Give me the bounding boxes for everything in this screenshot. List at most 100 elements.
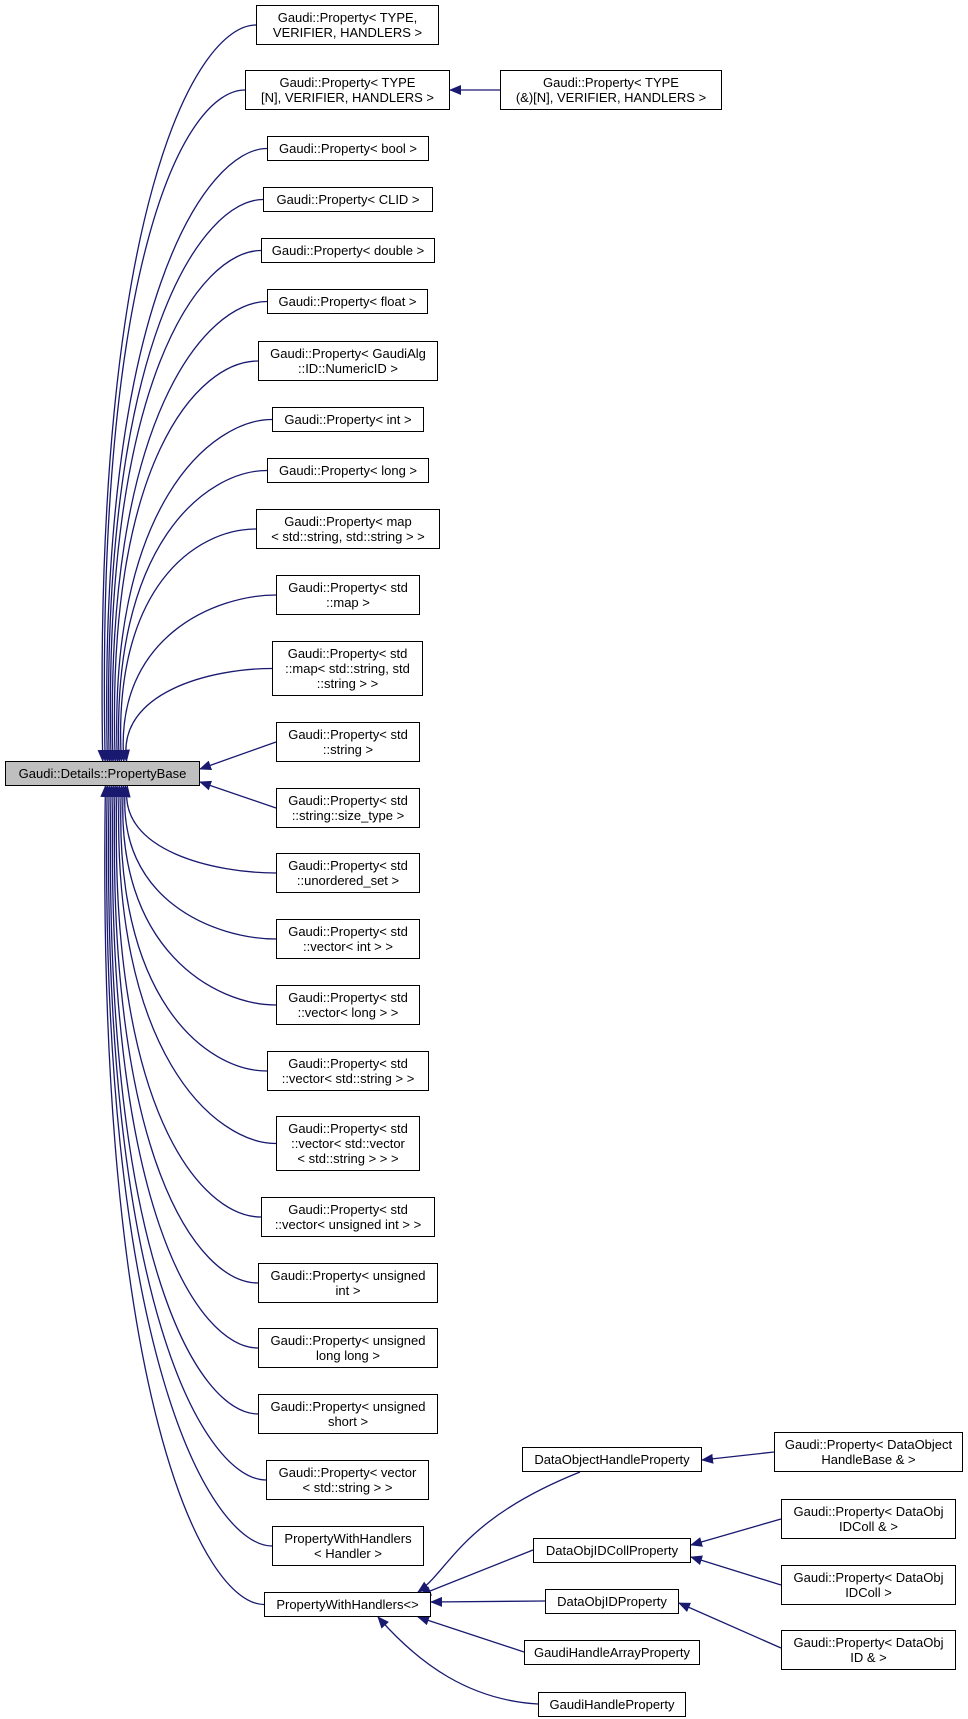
inheritance-edge [419, 1549, 534, 1596]
node-property-vector-int[interactable]: Gaudi::Property< std::vector< int > > [276, 919, 420, 959]
inheritance-edge [100, 785, 265, 1606]
node-property-long[interactable]: Gaudi::Property< long > [267, 458, 429, 483]
node-property-numericid[interactable]: Gaudi::Property< GaudiAlg::ID::NumericID… [258, 341, 438, 381]
node-label-line: Gaudi::Property< DataObj [793, 1570, 944, 1585]
node-property-unordered-set[interactable]: Gaudi::Property< std::unordered_set > [276, 853, 420, 893]
node-label-line: Gaudi::Property< DataObject [784, 1437, 953, 1452]
node-property-vector-unsigned-int[interactable]: Gaudi::Property< std::vector< unsigned i… [261, 1197, 435, 1237]
inheritance-edge [109, 785, 259, 1284]
node-label-line: < std::string > > > [297, 1151, 399, 1166]
node-label-line: ::string > [322, 742, 374, 757]
node-label-line: Gaudi::Property< std [288, 924, 408, 939]
node-label-line: short > [327, 1414, 369, 1429]
inheritance-edge [690, 1518, 782, 1547]
node-label-line: Gaudi::Property< std [288, 1202, 408, 1217]
node-label-line: Gaudi::Property< map [284, 514, 412, 529]
node-property-bool[interactable]: Gaudi::Property< bool > [267, 136, 429, 161]
inheritance-edge [690, 1555, 782, 1586]
node-label-line: ::ID::NumericID > [297, 361, 399, 376]
node-propertywithhandlers-handler[interactable]: PropertyWithHandlers< Handler > [272, 1526, 424, 1566]
node-label-line: ID & > [850, 1650, 887, 1665]
node-label-line: Gaudi::Details::PropertyBase [18, 766, 187, 781]
node-label-line: Gaudi::Property< float > [278, 294, 417, 309]
inheritance-edge [103, 198, 264, 762]
node-label-line: DataObjIDProperty [557, 1594, 667, 1609]
node-label-line: Gaudi::Property< std [288, 580, 408, 595]
node-label-line: DataObjectHandleProperty [534, 1452, 690, 1467]
node-label-line: IDColl & > [839, 1519, 898, 1534]
node-dataobjecthandleproperty[interactable]: DataObjectHandleProperty [522, 1447, 702, 1472]
node-label-line: Gaudi::Property< std [288, 727, 408, 742]
node-property-double[interactable]: Gaudi::Property< double > [261, 238, 435, 263]
node-label-line: ::string::size_type > [291, 808, 405, 823]
inheritance-edge [430, 1596, 546, 1607]
node-label-line: Gaudi::Property< GaudiAlg [270, 346, 426, 361]
node-property-std-string[interactable]: Gaudi::Property< std::string > [276, 722, 420, 762]
node-label-line: ::string > > [316, 676, 379, 691]
node-label-line: ::vector< int > > [303, 939, 393, 954]
node-dataobjidcollproperty[interactable]: DataObjIDCollProperty [533, 1538, 691, 1563]
node-label-line: Gaudi::Property< unsigned [270, 1399, 426, 1414]
node-label-line: < std::string, std::string > > [271, 529, 425, 544]
node-property-float[interactable]: Gaudi::Property< float > [267, 289, 428, 314]
node-label-line: DataObjIDCollProperty [545, 1543, 679, 1558]
inheritance-edge [199, 741, 277, 771]
node-propertywithhandlers[interactable]: PropertyWithHandlers<> [264, 1592, 431, 1617]
inheritance-edge [113, 785, 277, 1145]
node-property-size-type[interactable]: Gaudi::Property< std::string::size_type … [276, 788, 420, 828]
node-label-line: ::vector< std::string > > [281, 1071, 415, 1086]
inheritance-edge [199, 780, 277, 809]
inheritance-edge [109, 360, 259, 762]
node-label-line: IDColl > [845, 1585, 892, 1600]
inheritance-edge [417, 1471, 581, 1593]
inheritance-edge [117, 594, 277, 762]
node-property-std-map-string[interactable]: Gaudi::Property< std::map< std::string, … [272, 641, 423, 696]
node-label-line: VERIFIER, HANDLERS > [272, 25, 423, 40]
node-property-map-string-string[interactable]: Gaudi::Property< map< std::string, std::… [256, 509, 440, 549]
node-label-line: PropertyWithHandlers [284, 1531, 412, 1546]
inheritance-edge [97, 24, 257, 762]
node-label-line: GaudiHandleProperty [549, 1697, 675, 1712]
node-label-line: ::unordered_set > [296, 873, 400, 888]
node-label-line: Gaudi::Property< double > [271, 243, 425, 258]
node-label-line: Gaudi::Property< std [288, 793, 408, 808]
node-property-type-array-ref[interactable]: Gaudi::Property< TYPE(&)[N], VERIFIER, H… [500, 70, 722, 110]
node-label-line: ::map > [326, 595, 370, 610]
inheritance-edge [678, 1602, 782, 1649]
node-property-vector-string[interactable]: Gaudi::Property< std::vector< std::strin… [267, 1051, 429, 1091]
node-property-std-map[interactable]: Gaudi::Property< std::map > [276, 575, 420, 615]
node-property-type[interactable]: Gaudi::Property< TYPE,VERIFIER, HANDLERS… [256, 5, 439, 45]
node-label-line: ::vector< std::vector [291, 1136, 405, 1151]
node-property-type-array[interactable]: Gaudi::Property< TYPE[N], VERIFIER, HAND… [245, 70, 450, 110]
inheritance-edge [377, 1616, 539, 1705]
node-dataobjidproperty[interactable]: DataObjIDProperty [545, 1589, 679, 1614]
node-label-line: Gaudi::Property< TYPE, [277, 10, 418, 25]
node-gaudihandleproperty[interactable]: GaudiHandleProperty [538, 1692, 686, 1717]
inheritance-edge [120, 667, 273, 762]
inheritance-edge [107, 785, 259, 1349]
node-label-line: Gaudi::Property< unsigned [270, 1333, 426, 1348]
node-label-line: Gaudi::Property< std [288, 858, 408, 873]
node-label-line: HandleBase & > [821, 1452, 916, 1467]
node-property-clid[interactable]: Gaudi::Property< CLID > [263, 187, 433, 212]
node-property-vector-vector-string[interactable]: Gaudi::Property< std::vector< std::vecto… [276, 1116, 420, 1171]
node-property-vector-long[interactable]: Gaudi::Property< std::vector< long > > [276, 985, 420, 1025]
inheritance-edge [107, 300, 268, 762]
node-property-int[interactable]: Gaudi::Property< int > [272, 407, 424, 432]
node-gaudihandlearrayproperty[interactable]: GaudiHandleArrayProperty [524, 1640, 700, 1665]
inheritance-edge [701, 1451, 775, 1464]
node-label-line: ::map< std::string, std [285, 661, 410, 676]
node-property-vector-std-string[interactable]: Gaudi::Property< vector< std::string > > [266, 1460, 429, 1500]
node-label-line: Gaudi::Property< CLID > [276, 192, 420, 207]
inheritance-edge [115, 785, 268, 1072]
node-label-line: Gaudi::Property< DataObj [793, 1635, 944, 1650]
node-propertybase: Gaudi::Details::PropertyBase [5, 761, 200, 786]
